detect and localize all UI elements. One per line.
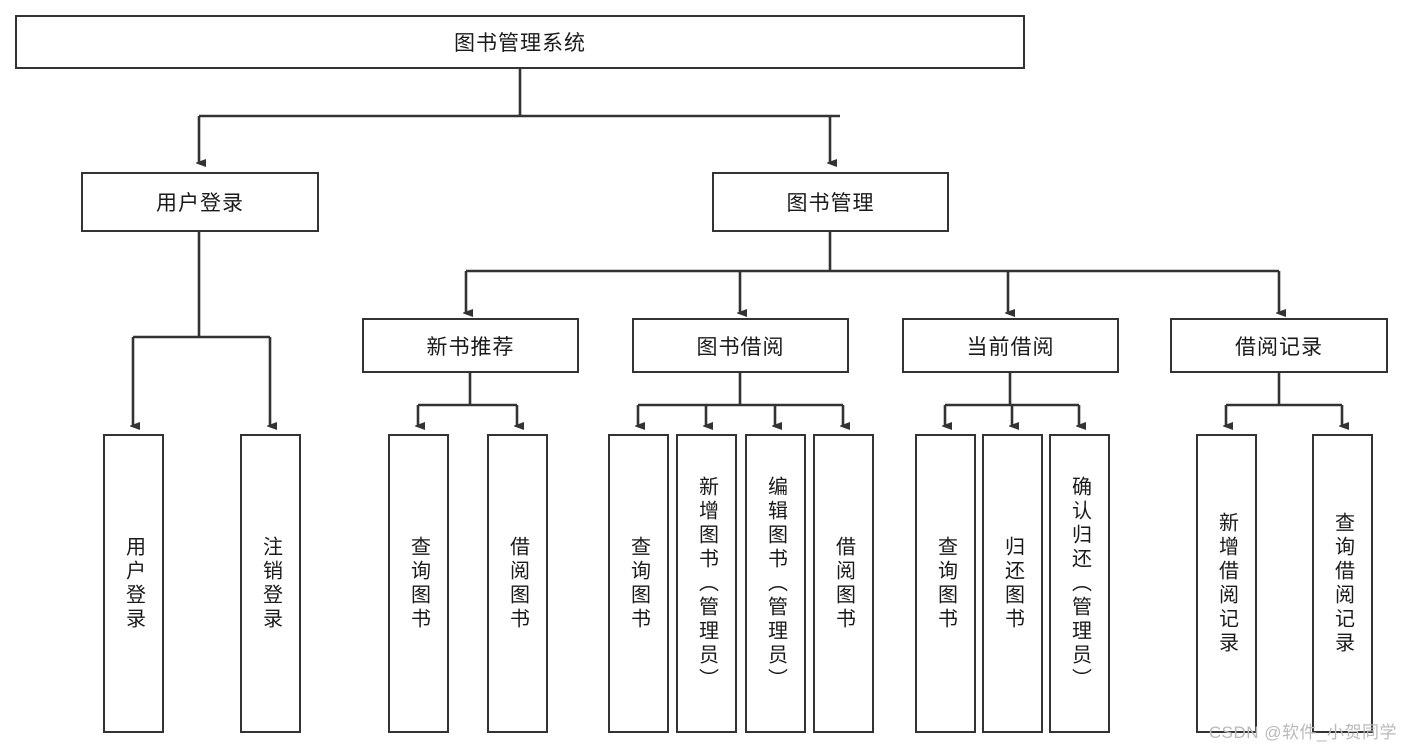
node-leaf-confirm-return[interactable]: 确认归还（管理员） xyxy=(1049,434,1110,733)
watermark-text: CSDN @软件_小贺同学 xyxy=(1208,723,1397,742)
node-leaf-add-book[interactable]: 新增图书（管理员） xyxy=(676,434,737,733)
node-user-login-label: 用户登录 xyxy=(156,192,244,215)
node-leaf-return-book[interactable]: 归还图书 xyxy=(982,434,1043,733)
node-root[interactable]: 图书管理系统 xyxy=(15,15,1025,69)
node-leaf-borrow-book-1-label: 借阅图书 xyxy=(506,535,529,632)
node-borrow-record-label: 借阅记录 xyxy=(1235,335,1323,359)
node-new-book-recommend-label: 新书推荐 xyxy=(426,335,515,359)
node-leaf-borrow-book-1[interactable]: 借阅图书 xyxy=(487,434,548,733)
node-leaf-query-book-3[interactable]: 查询图书 xyxy=(915,434,976,733)
node-leaf-edit-book[interactable]: 编辑图书（管理员） xyxy=(745,434,806,733)
node-leaf-add-record[interactable]: 新增借阅记录 xyxy=(1196,434,1257,733)
node-leaf-user-logout[interactable]: 注销登录 xyxy=(240,434,301,733)
node-leaf-edit-book-label: 编辑图书（管理员） xyxy=(764,475,787,692)
node-leaf-user-logout-label: 注销登录 xyxy=(259,535,282,632)
node-new-book-recommend[interactable]: 新书推荐 xyxy=(362,318,579,373)
node-borrow-record[interactable]: 借阅记录 xyxy=(1170,318,1388,373)
node-book-borrow[interactable]: 图书借阅 xyxy=(632,318,849,373)
node-leaf-user-login-label: 用户登录 xyxy=(122,535,145,632)
node-user-login[interactable]: 用户登录 xyxy=(81,172,319,232)
node-leaf-add-book-label: 新增图书（管理员） xyxy=(695,475,718,692)
node-leaf-add-record-label: 新增借阅记录 xyxy=(1215,511,1238,656)
node-book-manage-label: 图书管理 xyxy=(786,192,875,215)
node-leaf-confirm-return-label: 确认归还（管理员） xyxy=(1068,475,1091,692)
node-leaf-borrow-book-2-label: 借阅图书 xyxy=(832,535,855,632)
node-current-borrow-label: 当前借阅 xyxy=(966,335,1055,359)
node-current-borrow[interactable]: 当前借阅 xyxy=(902,318,1119,373)
node-leaf-user-login[interactable]: 用户登录 xyxy=(103,434,164,733)
node-book-borrow-label: 图书借阅 xyxy=(696,335,785,359)
node-root-label: 图书管理系统 xyxy=(454,32,586,55)
node-leaf-query-book-1[interactable]: 查询图书 xyxy=(388,434,449,733)
node-leaf-query-record-label: 查询借阅记录 xyxy=(1331,511,1354,656)
node-leaf-query-book-1-label: 查询图书 xyxy=(407,535,430,632)
node-leaf-query-book-2[interactable]: 查询图书 xyxy=(608,434,669,733)
node-leaf-query-record[interactable]: 查询借阅记录 xyxy=(1312,434,1373,733)
node-leaf-return-book-label: 归还图书 xyxy=(1001,535,1024,632)
node-leaf-query-book-2-label: 查询图书 xyxy=(627,535,650,632)
node-leaf-query-book-3-label: 查询图书 xyxy=(934,535,957,632)
node-leaf-borrow-book-2[interactable]: 借阅图书 xyxy=(813,434,874,733)
node-book-manage[interactable]: 图书管理 xyxy=(712,172,949,232)
